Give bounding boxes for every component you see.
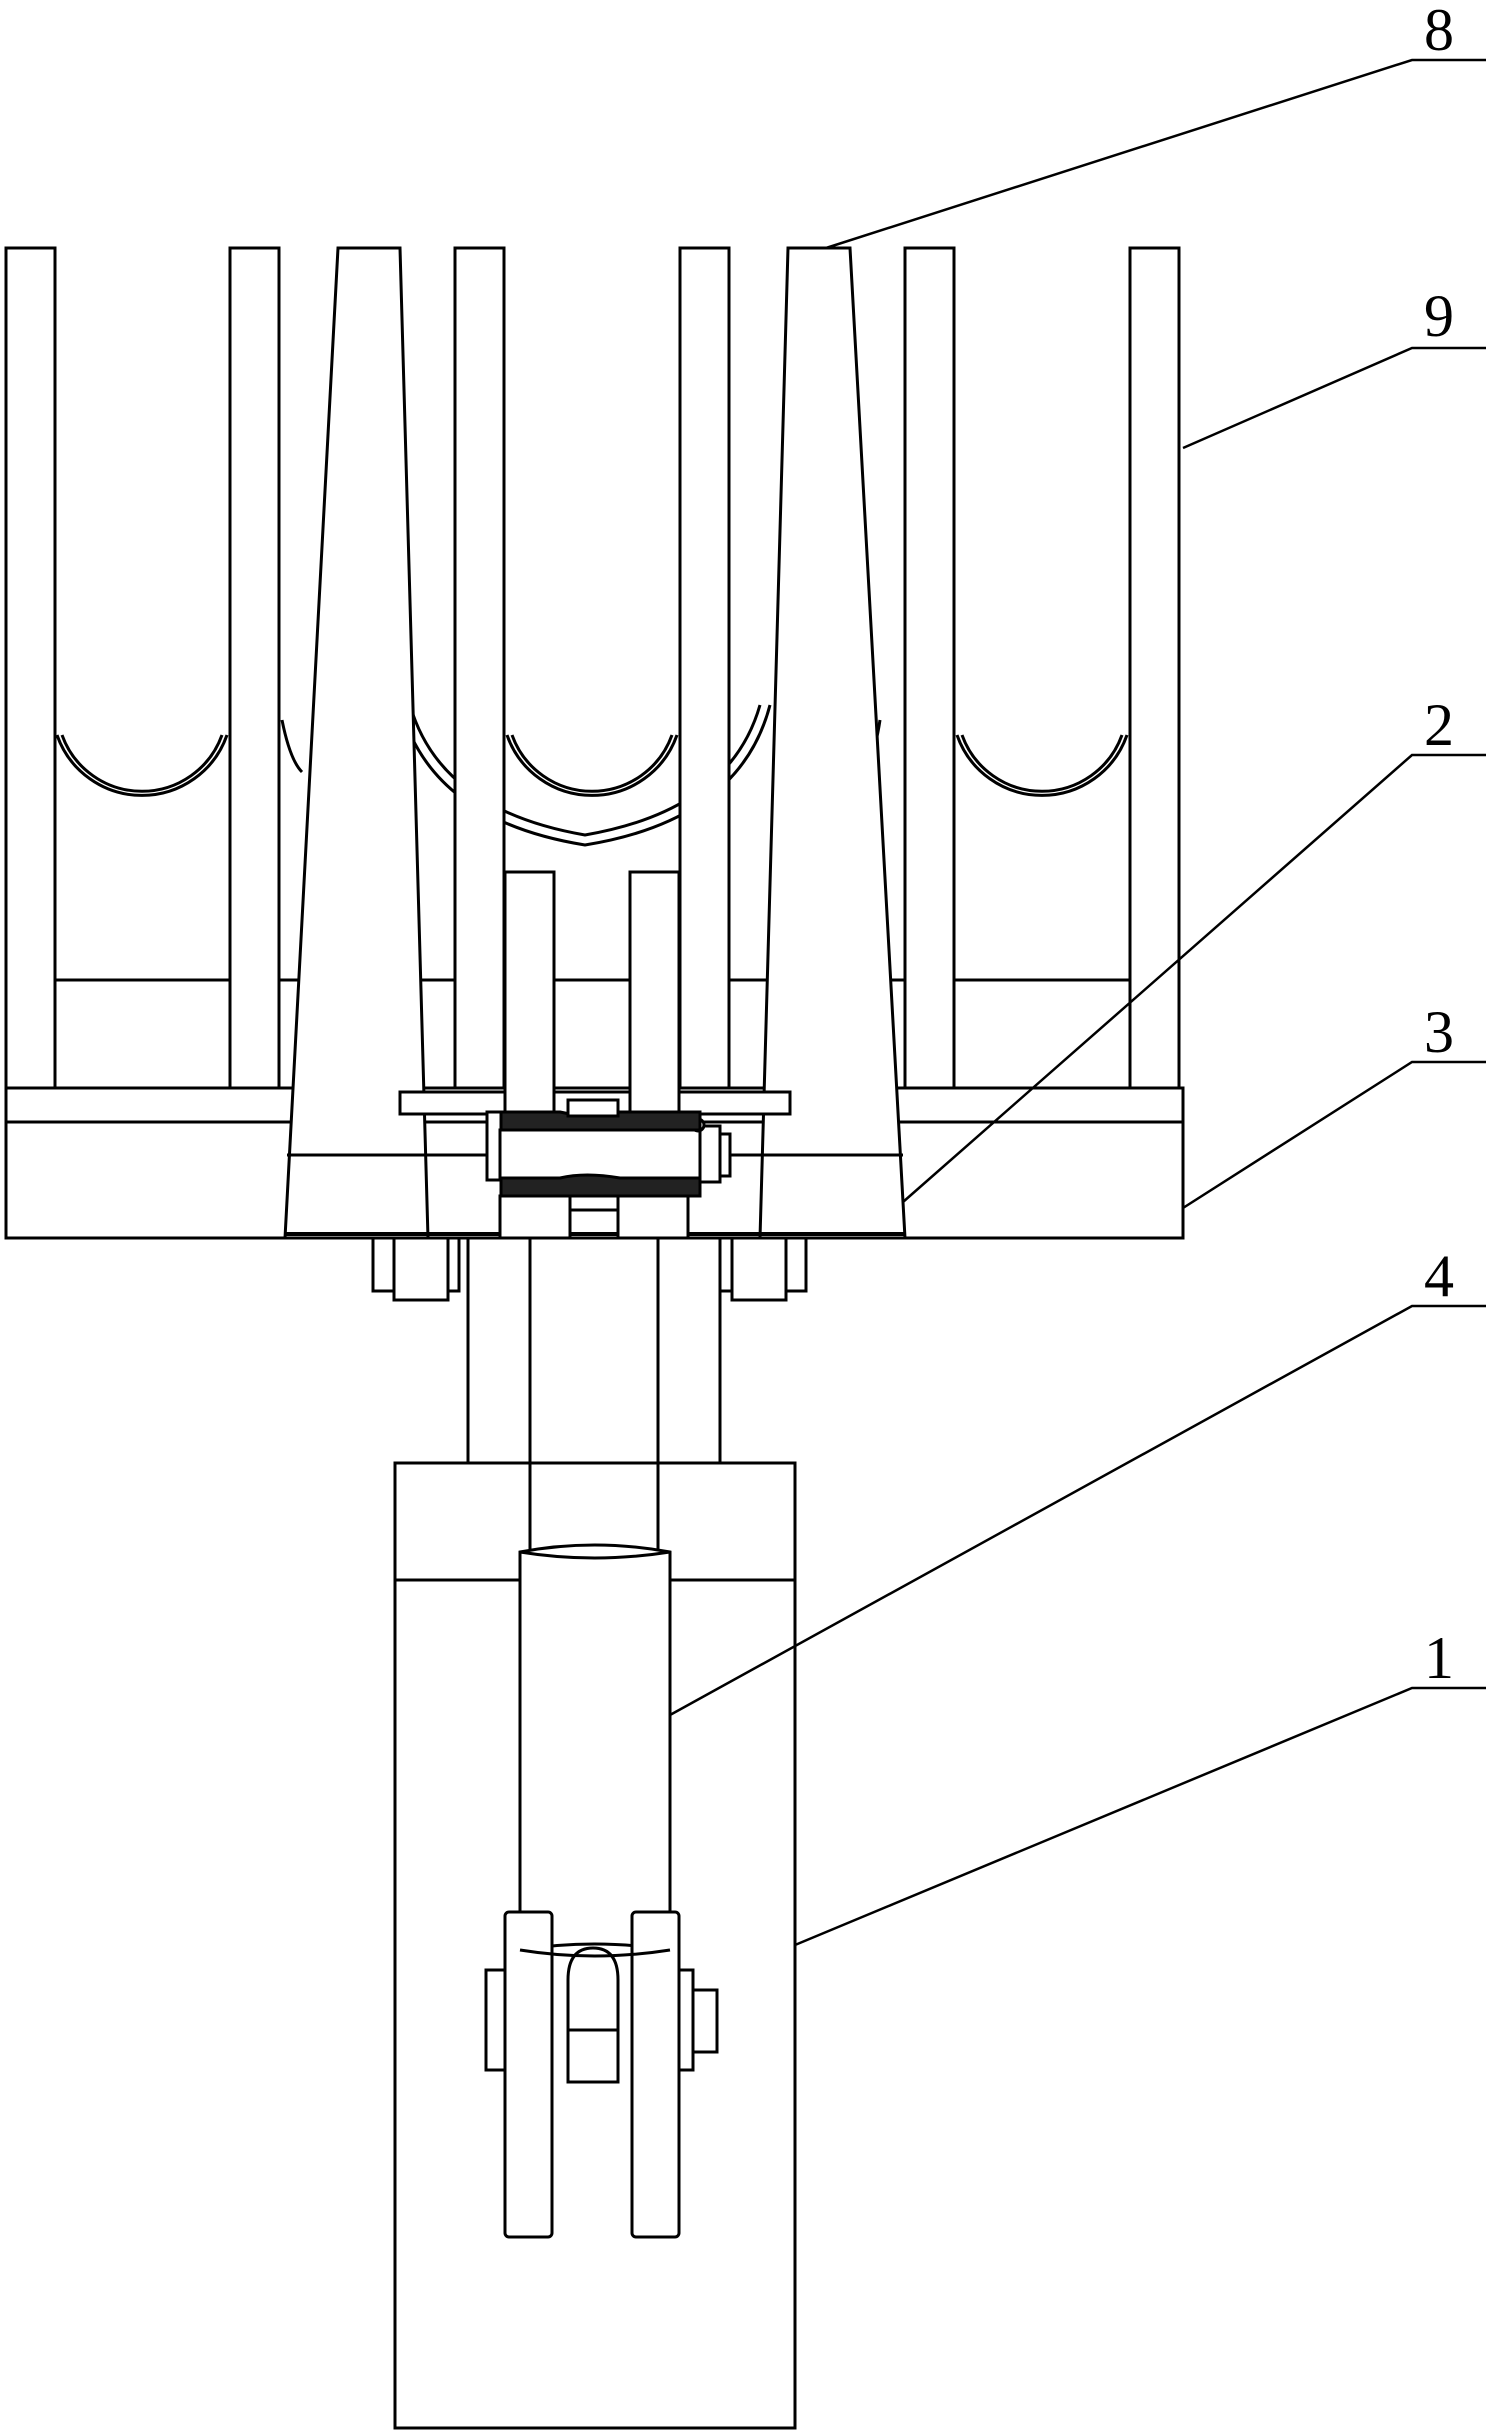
pin-center-block-lower: [566, 1194, 620, 1212]
saddle-left-inner: [60, 734, 224, 793]
clevis-plate-right: [630, 1910, 681, 2239]
cylinder-bottom-edge: [519, 1948, 671, 1958]
part-9-rack: [4, 246, 1181, 1092]
bolt-left-nut: [392, 1236, 450, 1302]
upright-right: [628, 870, 681, 1114]
leader-3: [1182, 1060, 1486, 1210]
tine-1: [4, 246, 57, 1092]
cylinder-top-lip: [519, 1550, 671, 1560]
clevis-plate-left: [503, 1910, 554, 2239]
callout-label-1: 1: [1424, 1625, 1454, 1691]
clevis-pin-block: [566, 2028, 620, 2084]
leader-9: [1182, 346, 1486, 450]
pin-shaft: [498, 1128, 702, 1180]
leader-8: [825, 58, 1486, 250]
mounting-bolts: [371, 1236, 808, 1302]
clevis-bolt-end: [691, 1988, 719, 2054]
saddle-center: [505, 734, 679, 797]
tine-6: [1128, 246, 1181, 1092]
pin-collar-right: [698, 1124, 722, 1184]
part-8-tapered-arms: [283, 246, 907, 1240]
tine-2: [228, 246, 281, 1092]
rack-crossbar: [50, 978, 1134, 1090]
callout-labels: 8 9 2 3 4 1: [1424, 0, 1454, 1691]
tine-4: [678, 246, 731, 1092]
bottom-clevis: [484, 1910, 719, 2239]
clevis-eye: [566, 1946, 620, 2032]
clevis-lug-left: [484, 1968, 507, 2072]
callout-label-8: 8: [1424, 0, 1454, 63]
callout-label-2: 2: [1424, 692, 1454, 758]
callout-label-3: 3: [1424, 999, 1454, 1065]
tine-5: [903, 246, 956, 1092]
hub-right: [616, 1194, 690, 1240]
pin-end-right: [718, 1132, 732, 1178]
column-rod-inside: [528, 1461, 660, 1555]
saddle-right: [955, 734, 1129, 797]
upright-left: [503, 870, 556, 1114]
tapered-arm-right: [758, 246, 907, 1240]
saddle-partial-left: [280, 719, 304, 774]
saddle-right-inner: [960, 734, 1124, 793]
saddle-center-inner: [510, 734, 674, 793]
tine-3: [453, 246, 506, 1092]
pin-center-block: [566, 1098, 620, 1118]
leader-1: [794, 1686, 1486, 1947]
cylinder-body: [518, 1543, 672, 1952]
callout-label-9: 9: [1424, 283, 1454, 349]
clevis-lug-right: [677, 1968, 695, 2072]
leader-4: [669, 1304, 1486, 1717]
bushing-bottom-left: [499, 1173, 702, 1198]
leader-2: [902, 753, 1486, 1203]
hub-left: [498, 1194, 572, 1240]
part-4-cylinder: [518, 1543, 672, 1952]
tapered-arm-left: [283, 246, 430, 1240]
bowl-arc: [398, 704, 772, 847]
callout-label-4: 4: [1424, 1243, 1454, 1309]
leader-lines: [669, 58, 1486, 1947]
part-2-pin-assembly: [485, 870, 732, 1240]
bolt-right-nut: [730, 1236, 788, 1302]
saddle-left: [55, 734, 229, 797]
